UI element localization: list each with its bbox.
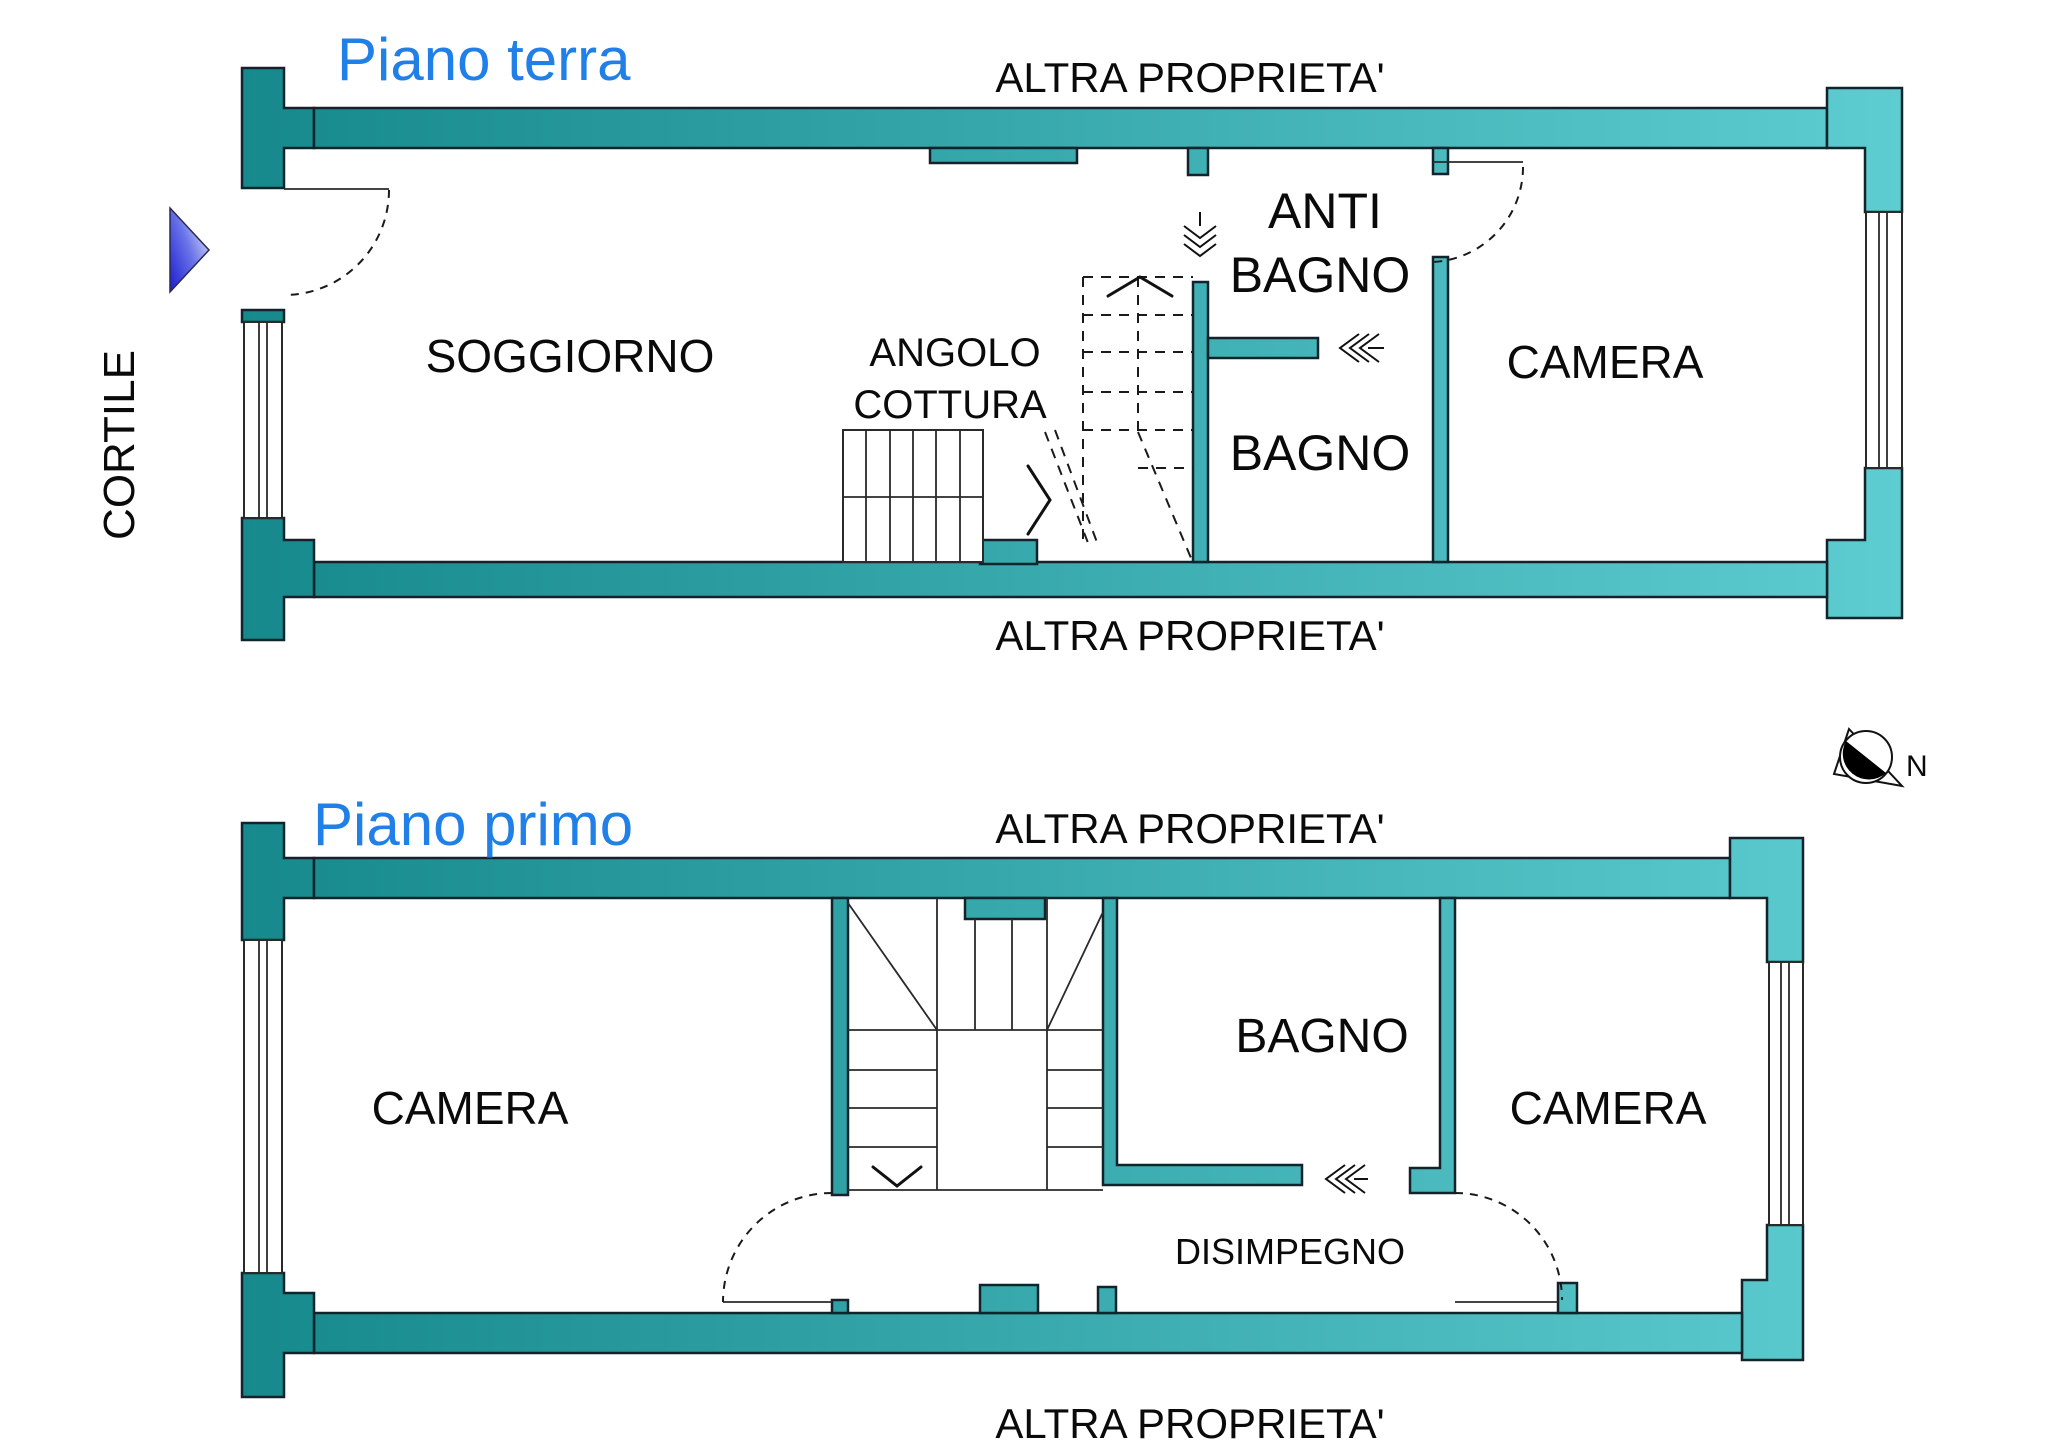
entrance-arrow-icon <box>169 206 211 294</box>
room-label-antibagno: BAGNO <box>1230 247 1411 303</box>
chevron-left-icon <box>1338 333 1384 363</box>
ground-floor-windows <box>243 211 1903 519</box>
wall-pillar-bottom-left <box>240 1271 316 1399</box>
room-label-soggiorno: SOGGIORNO <box>426 330 715 382</box>
room-label-angolo: ANGOLO <box>869 331 1040 375</box>
window-right <box>1865 211 1903 469</box>
first-floor-windows <box>243 939 1804 1274</box>
room-label-bagno-first: BAGNO <box>1235 1010 1408 1063</box>
stairs-down-arrow-icon <box>871 1165 923 1188</box>
room-label-camera-left: CAMERA <box>372 1082 569 1134</box>
room-label-bagno-ground: BAGNO <box>1230 425 1411 481</box>
boundary-label-top: ALTRA PROPRIETA' <box>995 54 1384 101</box>
wall-bump-bottom-2 <box>1096 1285 1118 1315</box>
compass-north-label: N <box>1906 750 1928 783</box>
floor-title-first: Piano primo <box>313 791 633 858</box>
window-left <box>243 939 283 1274</box>
boundary-label-cortile: CORTILE <box>95 350 144 540</box>
north-compass-icon: N <box>1832 727 1928 788</box>
wall-stub-camera <box>1431 146 1450 176</box>
chevron-left-icon <box>1324 1164 1368 1194</box>
wall-stairwell-right <box>1191 280 1210 564</box>
chevron-down-icon <box>1183 212 1217 258</box>
boundary-label-bottom: ALTRA PROPRIETA' <box>995 612 1384 659</box>
room-label-camera-right: CAMERA <box>1510 1082 1707 1134</box>
stairs-break-line <box>1026 464 1052 536</box>
wall-bump-bottom-1 <box>978 1283 1040 1315</box>
stairs-ground-floor <box>1026 275 1193 559</box>
wall-pillar-bottom-right <box>1825 466 1904 620</box>
room-label-disimpegno: DISIMPEGNO <box>1175 1231 1405 1272</box>
boundary-label-bottom: ALTRA PROPRIETA' <box>995 1400 1384 1447</box>
first-floor-plan: Piano primo ALTRA PROPRIETA' ALTRA PROPR… <box>240 791 1805 1447</box>
camera-right-door-swing <box>1454 1192 1563 1303</box>
wall-bagno-camera <box>1408 896 1457 1195</box>
wall-antibagno-bagno <box>1206 336 1320 360</box>
wall-bagno-camera <box>1431 255 1450 564</box>
wall-stub-antibagno <box>1186 146 1210 177</box>
room-label-anti: ANTI <box>1268 183 1382 239</box>
wall-bottom <box>312 1311 1744 1355</box>
wall-pillar-top-right <box>1728 836 1805 964</box>
wall-window-cap <box>240 308 286 324</box>
first-floor-walls <box>240 821 1805 1399</box>
disimpegno-door-swing <box>722 1192 833 1303</box>
stairs-up-arrow-icon <box>1106 275 1174 298</box>
wall-top <box>312 106 1829 150</box>
boundary-label-top: ALTRA PROPRIETA' <box>995 805 1384 852</box>
wall-bump-stairs-top <box>963 896 1047 921</box>
wall-pillar-top-left <box>240 66 316 190</box>
entrance-door-swing <box>283 188 390 296</box>
wall-bump-bottom <box>978 538 1039 566</box>
window-right <box>1768 961 1804 1226</box>
wall-pillar-top-right <box>1825 86 1904 214</box>
camera-door-swing <box>1432 161 1525 263</box>
wall-top <box>312 856 1732 900</box>
room-label-cottura: COTTURA <box>853 383 1047 427</box>
wall-pillar-bottom-right <box>1740 1223 1805 1362</box>
wall-stairwell-left <box>830 896 850 1197</box>
kitchen-counter <box>842 429 984 563</box>
ground-floor-walls <box>240 66 1904 642</box>
wall-stub-top <box>928 146 1079 165</box>
ground-floor-plan: Piano terra ALTRA PROPRIETA' ALTRA PROPR… <box>95 26 1904 659</box>
floor-title-ground: Piano terra <box>337 26 631 93</box>
wall-bump-camera-door <box>1556 1281 1579 1315</box>
window-left <box>243 321 283 519</box>
stairs-first-floor <box>847 898 1104 1191</box>
wall-pillar-top-left <box>240 821 316 942</box>
wall-bottom <box>312 560 1829 599</box>
wall-stairwell-bagno <box>1101 896 1304 1187</box>
wall-bump-disimpegno-door <box>830 1298 850 1315</box>
room-label-camera-ground: CAMERA <box>1507 336 1704 388</box>
wall-pillar-bottom-left <box>240 516 316 642</box>
